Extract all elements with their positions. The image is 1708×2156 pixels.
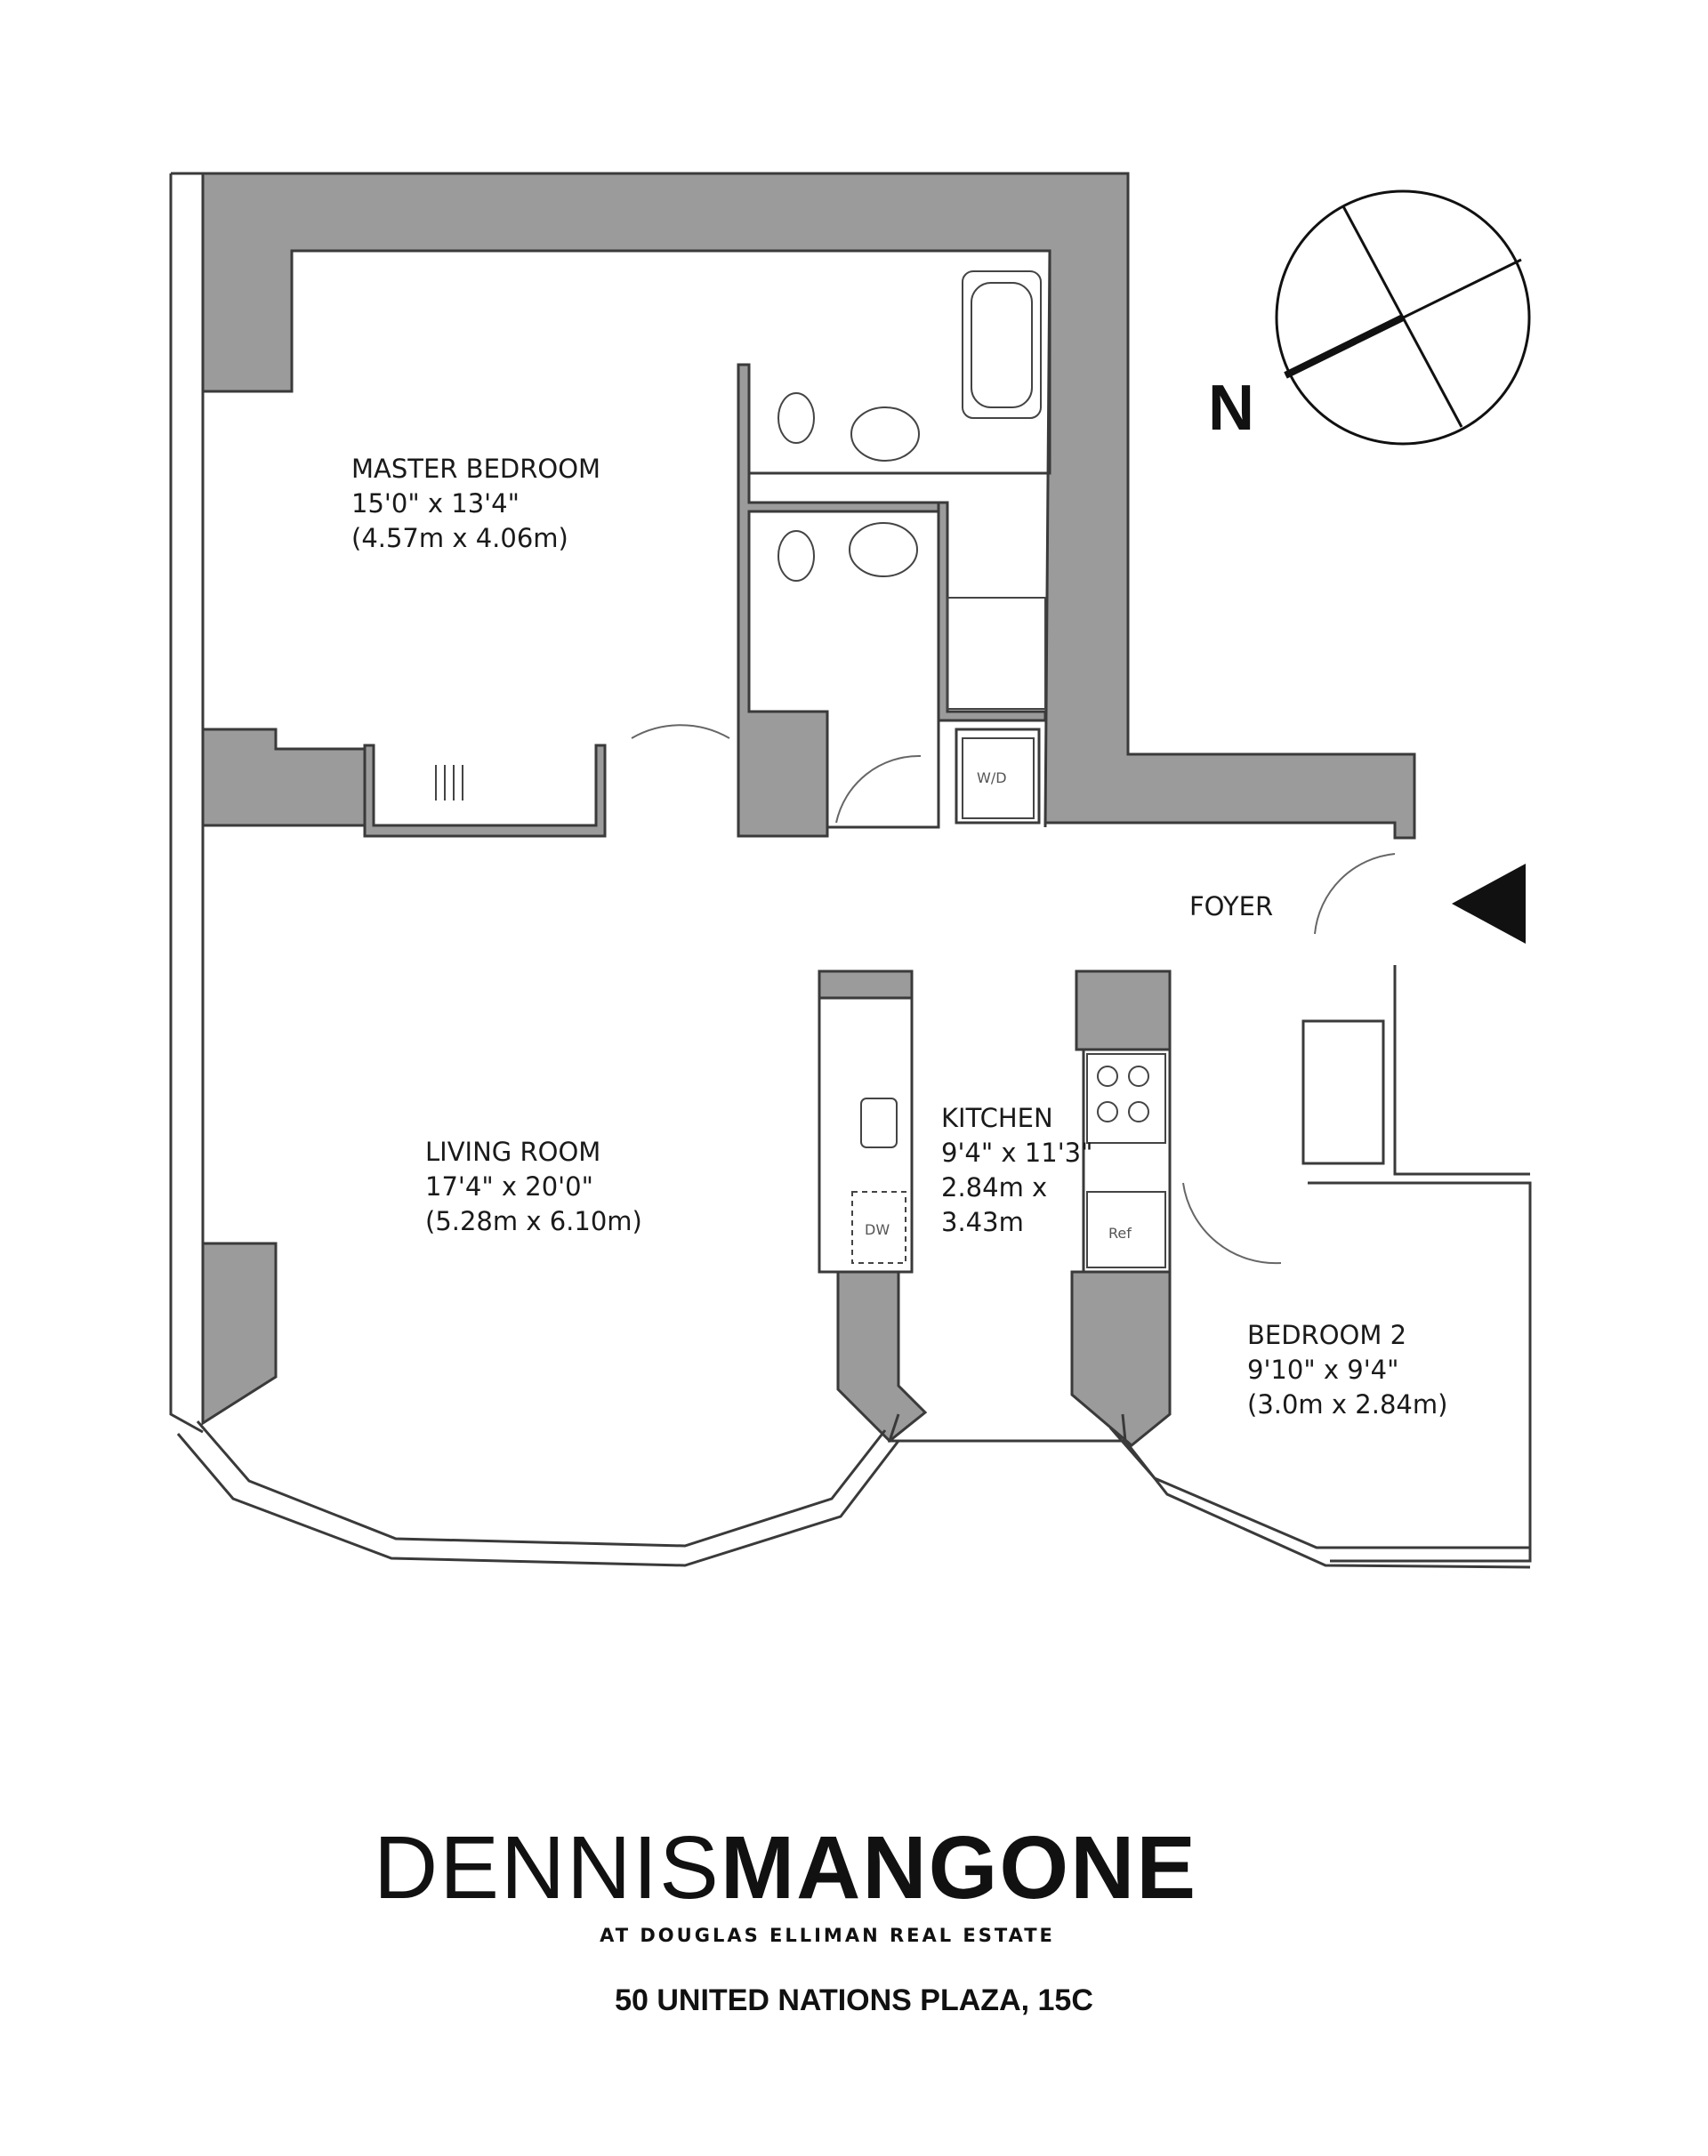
dw-label: DW bbox=[865, 1221, 890, 1238]
room-foyer: FOYER bbox=[1189, 889, 1273, 924]
room-master-bedroom: MASTER BEDROOM 15'0" x 13'4" (4.57m x 4.… bbox=[351, 452, 600, 556]
bath-upper-outline bbox=[749, 249, 1051, 475]
room-name: LIVING ROOM bbox=[425, 1137, 601, 1167]
toilet-2 bbox=[777, 530, 815, 582]
kitchen-wall-left bbox=[836, 1270, 928, 1444]
door-swings bbox=[631, 724, 1396, 1265]
brand-logo: DENNISMANGONE bbox=[374, 1823, 1263, 1912]
compass-north-needle bbox=[1284, 314, 1405, 379]
refrigerator bbox=[1086, 1191, 1166, 1268]
bath-divider bbox=[937, 501, 1047, 722]
ref-label: Ref bbox=[1108, 1225, 1132, 1242]
bedroom2-inner-wall bbox=[1393, 965, 1530, 1176]
compass-circle bbox=[1275, 189, 1531, 446]
room-dims-metric: 2.84m x bbox=[941, 1172, 1048, 1203]
west-wall-block-2 bbox=[201, 1242, 278, 1426]
bath-fixtures bbox=[435, 270, 1166, 1268]
kitchen-left-counter bbox=[818, 996, 914, 1274]
closet-wall bbox=[363, 744, 607, 838]
room-dims-metric: (5.28m x 6.10m) bbox=[425, 1206, 642, 1236]
room-dims-imperial: 9'4" x 11'3" bbox=[941, 1138, 1093, 1168]
master-bed-door-arc bbox=[631, 724, 730, 739]
bathtub bbox=[962, 270, 1042, 419]
room-kitchen: KITCHEN 9'4" x 11'3" 2.84m x 3.43m bbox=[941, 1101, 1092, 1240]
kitchen-sink bbox=[860, 1098, 898, 1148]
bed2-door-arc bbox=[1182, 1182, 1282, 1265]
outline-walls bbox=[169, 172, 1532, 1563]
room-dims-metric: (4.57m x 4.06m) bbox=[351, 523, 568, 553]
room-dims-imperial: 9'10" x 9'4" bbox=[1247, 1355, 1399, 1385]
property-address: 50 UNITED NATIONS PLAZA, 15C bbox=[615, 1983, 1093, 2017]
kitchen-right-counter bbox=[1082, 1048, 1172, 1274]
closet-bed2 bbox=[1301, 1019, 1385, 1165]
south-window-wall bbox=[176, 1413, 1531, 1569]
north-wall bbox=[201, 172, 1416, 840]
wd-closet bbox=[955, 728, 1041, 825]
wd-label: W/D bbox=[977, 769, 1007, 786]
room-name: KITCHEN bbox=[941, 1103, 1053, 1133]
compass-north-label: N bbox=[1208, 373, 1254, 444]
brand-first-name: DENNIS bbox=[374, 1818, 721, 1918]
room-dims-metric: (3.0m x 2.84m) bbox=[1247, 1389, 1448, 1420]
dishwasher bbox=[851, 1191, 906, 1264]
foyer-door-arc bbox=[1314, 853, 1396, 935]
room-dims-imperial: 15'0" x 13'4" bbox=[351, 488, 520, 519]
room-dims-metric: 3.43m bbox=[941, 1207, 1024, 1237]
bath-lower-outline bbox=[749, 510, 940, 829]
bath-core-wall bbox=[737, 363, 940, 838]
cooktop bbox=[1086, 1053, 1166, 1144]
sink-1 bbox=[850, 406, 920, 462]
room-name: BEDROOM 2 bbox=[1247, 1320, 1407, 1350]
brand-last-name: MANGONE bbox=[720, 1818, 1198, 1918]
wd-unit bbox=[962, 737, 1035, 819]
room-dims-imperial: 17'4" x 20'0" bbox=[425, 1171, 593, 1202]
walls bbox=[201, 172, 1416, 1447]
brand-subtitle: AT DOUGLAS ELLIMAN REAL ESTATE bbox=[600, 1925, 1055, 1946]
sink-2 bbox=[849, 522, 918, 577]
kitchen-wall-right bbox=[1075, 969, 1172, 1051]
closet-rod bbox=[435, 765, 463, 800]
room-name: FOYER bbox=[1189, 891, 1274, 921]
west-exterior-wall bbox=[169, 172, 205, 1434]
bedroom2-wall bbox=[1308, 1181, 1532, 1563]
bath-door-arc bbox=[835, 754, 922, 824]
kitchen-counter-top bbox=[818, 969, 914, 1000]
west-wall-block-1 bbox=[201, 728, 375, 827]
shower bbox=[947, 597, 1046, 710]
entry-arrow-icon bbox=[1452, 864, 1526, 944]
kitchen-wall-right-low bbox=[1070, 1270, 1172, 1447]
compass bbox=[1275, 189, 1531, 446]
room-bedroom-2: BEDROOM 2 9'10" x 9'4" (3.0m x 2.84m) bbox=[1247, 1318, 1447, 1422]
toilet-1 bbox=[777, 392, 815, 444]
room-name: MASTER BEDROOM bbox=[351, 454, 601, 484]
room-living-room: LIVING ROOM 17'4" x 20'0" (5.28m x 6.10m… bbox=[425, 1135, 642, 1239]
